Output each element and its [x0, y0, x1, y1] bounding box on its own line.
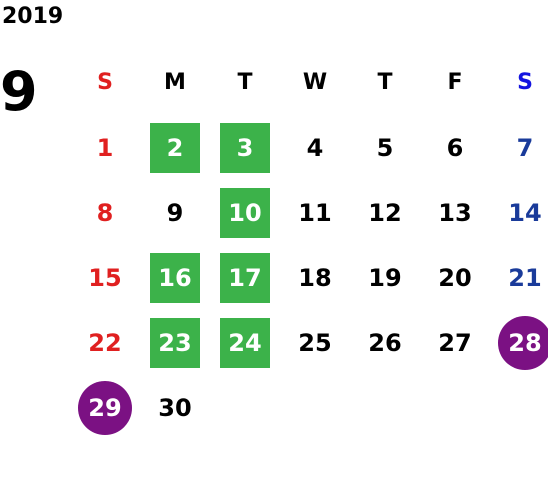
date-cell: 20	[420, 245, 490, 310]
date-number: 11	[298, 198, 332, 227]
highlight-box	[220, 187, 270, 238]
weekday-label: T	[377, 69, 393, 95]
date-cell: 4	[280, 115, 350, 180]
date-number: 27	[438, 328, 472, 357]
highlight-box	[150, 252, 200, 303]
empty-cell	[210, 375, 280, 440]
weekday-header-fri: F	[420, 50, 490, 115]
empty-cell	[280, 375, 350, 440]
date-cell: 14	[490, 180, 548, 245]
date-cell: 1	[70, 115, 140, 180]
weekday-label: F	[447, 69, 463, 95]
date-cell: 22	[70, 310, 140, 375]
weekday-label: S	[517, 69, 533, 95]
date-cell: 21	[490, 245, 548, 310]
weekday-header-sun: S	[70, 50, 140, 115]
date-number: 18	[298, 263, 332, 292]
date-number: 9	[166, 198, 184, 227]
week-row: 29 30	[70, 375, 548, 440]
highlight-box	[150, 122, 200, 173]
weekday-header-wed: W	[280, 50, 350, 115]
date-number: 6	[446, 133, 464, 162]
date-number: 16	[158, 263, 192, 292]
weekday-label: T	[237, 69, 253, 95]
date-cell: 15	[70, 245, 140, 310]
highlight-box	[220, 122, 270, 173]
weekday-header-mon: M	[140, 50, 210, 115]
weekday-header-tue: T	[210, 50, 280, 115]
date-number: 21	[508, 263, 542, 292]
week-row: 1 2 3 4 5 6 7	[70, 115, 548, 180]
highlight-box	[220, 252, 270, 303]
date-cell: 9	[140, 180, 210, 245]
week-row: 8 9 10 11 12 13 14	[70, 180, 548, 245]
date-cell: 29	[70, 375, 140, 440]
highlight-circle	[78, 380, 132, 435]
date-cell: 18	[280, 245, 350, 310]
date-cell: 30	[140, 375, 210, 440]
date-cell: 10	[210, 180, 280, 245]
date-number: 20	[438, 263, 472, 292]
date-number: 5	[376, 133, 394, 162]
date-number: 14	[508, 198, 542, 227]
date-number: 22	[88, 328, 122, 357]
date-number: 12	[368, 198, 402, 227]
date-cell: 24	[210, 310, 280, 375]
date-number: 30	[158, 393, 192, 422]
empty-cell	[350, 375, 420, 440]
highlight-box	[150, 317, 200, 368]
date-cell: 3	[210, 115, 280, 180]
date-cell: 7	[490, 115, 548, 180]
weekday-header-sat: S	[490, 50, 548, 115]
date-number: 29	[88, 393, 122, 422]
date-number: 8	[96, 198, 114, 227]
week-row: 22 23 24 25 26 27 28	[70, 310, 548, 375]
date-number: 10	[228, 198, 262, 227]
date-cell: 2	[140, 115, 210, 180]
weekday-header-thu: T	[350, 50, 420, 115]
date-cell: 5	[350, 115, 420, 180]
date-number: 25	[298, 328, 332, 357]
date-number: 1	[96, 133, 114, 162]
date-cell: 26	[350, 310, 420, 375]
empty-cell	[490, 375, 548, 440]
month-number: 9	[0, 60, 38, 123]
date-number: 2	[166, 133, 184, 162]
date-cell: 13	[420, 180, 490, 245]
year-label: 2019	[2, 4, 64, 29]
date-cell: 8	[70, 180, 140, 245]
date-number: 17	[228, 263, 262, 292]
date-cell: 12	[350, 180, 420, 245]
highlight-box	[220, 317, 270, 368]
date-cell: 27	[420, 310, 490, 375]
date-number: 7	[516, 133, 534, 162]
date-cell: 17	[210, 245, 280, 310]
date-cell: 23	[140, 310, 210, 375]
date-number: 15	[88, 263, 122, 292]
date-cell: 16	[140, 245, 210, 310]
date-number: 3	[236, 133, 254, 162]
weekday-label: S	[97, 69, 113, 95]
highlight-circle	[498, 315, 548, 370]
date-number: 28	[508, 328, 542, 357]
date-cell: 6	[420, 115, 490, 180]
weekday-label: W	[302, 69, 328, 95]
date-number: 13	[438, 198, 472, 227]
date-number: 24	[228, 328, 262, 357]
date-cell: 11	[280, 180, 350, 245]
date-cell: 25	[280, 310, 350, 375]
date-number: 26	[368, 328, 402, 357]
date-number: 19	[368, 263, 402, 292]
week-row: 15 16 17 18 19 20 21	[70, 245, 548, 310]
date-number: 23	[158, 328, 192, 357]
date-cell: 28	[490, 310, 548, 375]
date-cell: 19	[350, 245, 420, 310]
date-number: 4	[306, 133, 324, 162]
weekday-label: M	[164, 69, 186, 95]
empty-cell	[420, 375, 490, 440]
